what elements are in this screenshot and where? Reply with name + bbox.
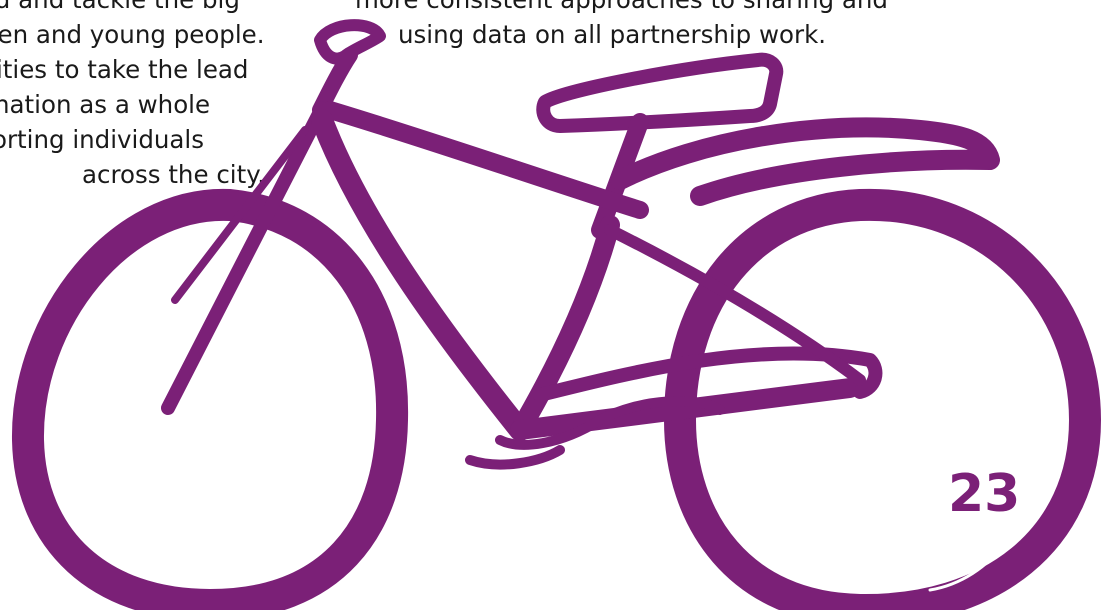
seat [536, 52, 784, 133]
left-text-line: ren and young people. [0, 20, 265, 49]
rear-wheel [664, 188, 1101, 610]
left-text-line: across the city. [82, 160, 265, 189]
left-text-line: orting individuals [0, 125, 205, 154]
rear-fender [610, 117, 1000, 206]
page-number: 23 [948, 464, 1021, 524]
front-wheel [11, 188, 409, 610]
left-text-line: id and tackle the big [0, 0, 240, 17]
right-text-line: using data on all partnership work. [398, 20, 827, 49]
left-text-line: nation as a whole [0, 90, 211, 119]
handlebar [314, 19, 386, 65]
right-text-line: more consistent approaches to sharing an… [355, 0, 888, 17]
left-text-line: ities to take the lead [0, 55, 249, 84]
